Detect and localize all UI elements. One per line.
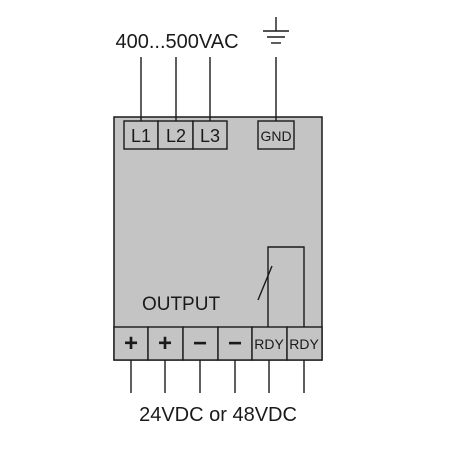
- terminal-l1: [123, 120, 159, 150]
- terminal-l1-label: L1: [131, 126, 151, 146]
- relay-contact-icon: [257, 246, 305, 327]
- terminal-l2: [157, 120, 194, 150]
- output-voltage-label: 24VDC or 48VDC: [139, 404, 297, 426]
- terminal-minus-1: [182, 326, 219, 361]
- output-label: OUTPUT: [142, 294, 221, 315]
- terminal-plus-2-label: +: [158, 330, 172, 357]
- terminal-plus-1-label: +: [124, 330, 138, 357]
- terminal-rdy-2: [286, 326, 323, 361]
- terminal-l3-label: L3: [200, 126, 220, 146]
- ground-symbol-icon: [263, 17, 289, 44]
- terminal-rdy-1: [251, 326, 288, 361]
- terminal-minus-1-label: −: [193, 330, 207, 357]
- terminal-l3: [192, 120, 228, 150]
- terminal-plus-1: [113, 326, 149, 361]
- terminal-rdy-2-label: RDY: [289, 336, 319, 352]
- terminal-gnd-label: GND: [260, 128, 291, 144]
- output-terminal-block: + + − − RDY RDY: [113, 326, 323, 361]
- input-terminal-block: L1 L2 L3 GND: [123, 120, 295, 150]
- terminal-gnd: [257, 120, 295, 150]
- output-wires: [130, 360, 305, 393]
- input-voltage-label: 400...500VAC: [115, 31, 238, 53]
- terminal-rdy-1-label: RDY: [254, 336, 284, 352]
- input-wires: [140, 57, 277, 121]
- terminal-l2-label: L2: [166, 126, 186, 146]
- terminal-minus-2-label: −: [228, 330, 242, 357]
- device-body: [113, 116, 323, 361]
- terminal-plus-2: [147, 326, 184, 361]
